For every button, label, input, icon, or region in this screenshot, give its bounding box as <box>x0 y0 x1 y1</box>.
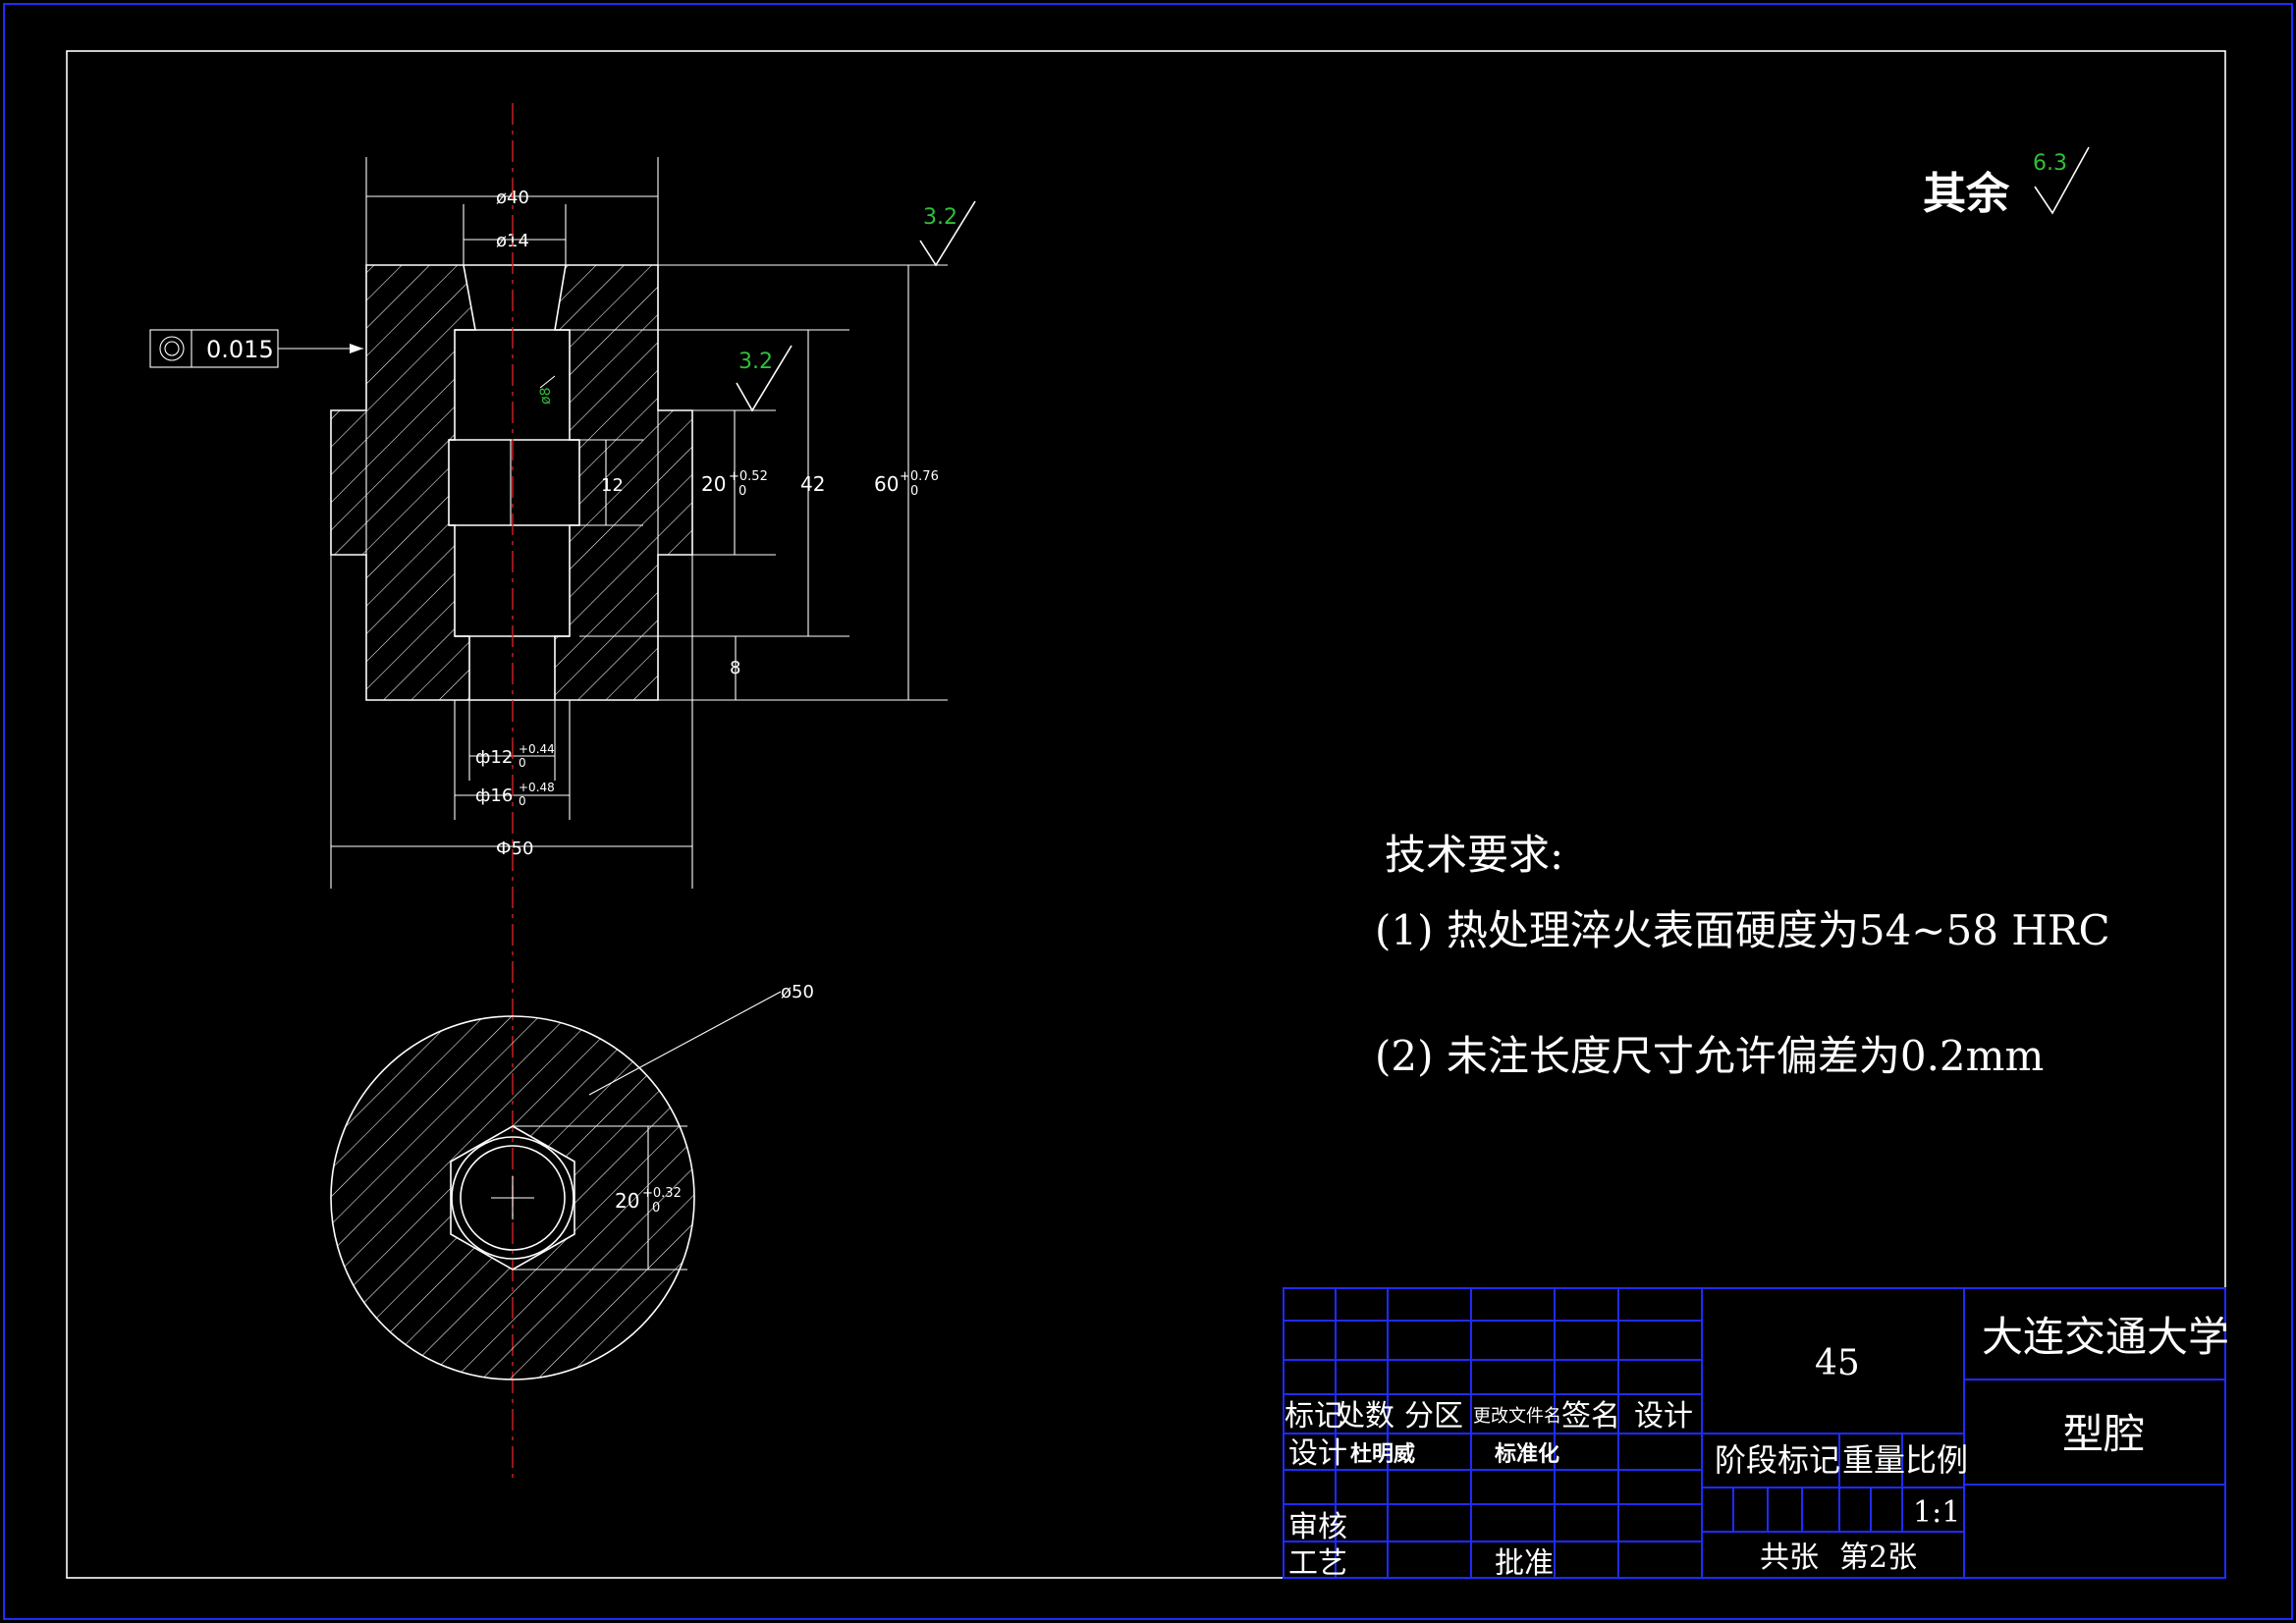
row-approve: 批准 <box>1495 1546 1554 1581</box>
technical-requirements: 技术要求: (1) 热处理淬火表面硬度为54~58 HRC (2) 未注长度尺寸… <box>1375 831 2110 1080</box>
dim-height-20: 20 <box>701 472 726 496</box>
header-zone: 分区 <box>1404 1399 1463 1434</box>
dim-hex-20-tol-upper: +0.32 <box>642 1186 682 1201</box>
requirement-1: (1) 热处理淬火表面硬度为54~58 HRC <box>1375 906 2110 954</box>
dim-height-20-tol-upper: +0.52 <box>729 469 768 484</box>
university-name: 大连交通大学 <box>1982 1313 2229 1361</box>
dim-dia-12-tol-lower: 0 <box>519 756 526 770</box>
dim-dia-12: ф12 <box>475 747 513 768</box>
requirements-title: 技术要求: <box>1385 831 1563 879</box>
dim-dia-16-tol-upper: +0.48 <box>519 781 555 794</box>
dim-dia-50: Ф50 <box>496 839 533 859</box>
dim-dia-16-tol-lower: 0 <box>519 794 526 808</box>
scale-value: 1:1 <box>1913 1495 1960 1530</box>
inner-frame <box>66 50 2226 1579</box>
dim-height-60: 60 <box>874 472 899 496</box>
roughness-other: 其余 6.3 <box>1923 146 2090 219</box>
dim-dia-12-tol-upper: +0.44 <box>519 742 555 756</box>
dim-top-view-dia-50: ø50 <box>781 982 814 1002</box>
dim-hex-20-tol-lower: 0 <box>652 1201 660 1216</box>
dim-height-20-tol-lower: 0 <box>738 484 746 499</box>
row-process: 工艺 <box>1288 1546 1347 1581</box>
material: 45 <box>1815 1343 1860 1383</box>
dim-top-inner: ø14 <box>496 231 529 251</box>
header-sign: 签名 <box>1561 1399 1620 1434</box>
dim-height-60-tol-lower: 0 <box>910 484 918 499</box>
dim-hex-20: 20 <box>615 1189 639 1213</box>
outer-frame <box>3 3 2293 1620</box>
dim-height-12: 12 <box>601 475 624 496</box>
section-hatch <box>331 265 692 700</box>
dim-height-8: 8 <box>730 658 740 678</box>
title-block: 45 大连交通大学 型腔 标记 处数 分区 更改文件名 签名 设计 设计 杜明威… <box>1283 1287 2229 1581</box>
header-count: 处数 <box>1336 1399 1394 1434</box>
top-view-outer-circle <box>330 1015 695 1380</box>
dim-bore-vertical: ø8 <box>538 388 554 405</box>
header-mark: 标记 <box>1285 1399 1343 1434</box>
scale-label: 比例 <box>1905 1441 1968 1479</box>
part-name: 型腔 <box>2062 1410 2145 1458</box>
sheets-total: 共张 <box>1760 1541 1819 1575</box>
roughness-shoulder: 3.2 <box>738 350 773 374</box>
top-view: ø50 20 +0.32 0 <box>330 982 814 1380</box>
row-design: 设计 <box>1288 1436 1347 1471</box>
standardization: 标准化 <box>1495 1441 1559 1467</box>
front-view-section: ø40 ø14 0.015 ø8 12 20 +0.52 0 42 <box>149 157 976 889</box>
designer-name: 杜明威 <box>1350 1441 1415 1467</box>
dim-height-42: 42 <box>800 472 825 496</box>
dim-dia-16: ф16 <box>475 785 513 806</box>
stage-mark: 阶段标记 <box>1715 1441 1840 1479</box>
roughness-other-label: 其余 <box>1923 169 2010 219</box>
header-doc-number: 更改文件名 <box>1473 1406 1561 1427</box>
dim-height-60-tol-upper: +0.76 <box>900 469 939 484</box>
row-review: 审核 <box>1288 1510 1347 1544</box>
roughness-top-face: 3.2 <box>923 205 957 230</box>
weight: 重量 <box>1842 1441 1905 1479</box>
concentricity-tolerance: 0.015 <box>206 336 274 363</box>
requirement-2: (2) 未注长度尺寸允许偏差为0.2mm <box>1375 1032 2044 1080</box>
roughness-other-value: 6.3 <box>2033 151 2067 176</box>
header-design: 设计 <box>1634 1399 1693 1434</box>
sheet-number: 第2张 <box>1839 1541 1917 1575</box>
